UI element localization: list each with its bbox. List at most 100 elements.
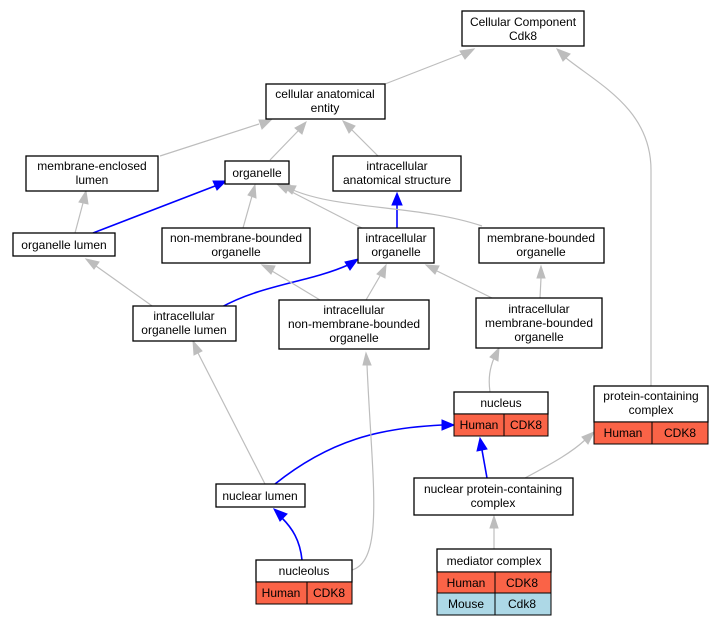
node-label-line: intracellular xyxy=(508,302,569,316)
node-protein-containing-complex[interactable]: protein-containing complex Human CDK8 xyxy=(593,385,709,445)
arrowhead xyxy=(376,263,387,279)
node-label-line: non-membrane-bounded xyxy=(170,231,302,245)
arrowhead xyxy=(247,183,257,199)
gene-label: CDK8 xyxy=(313,586,345,600)
edge-organelle-lumen-to-membrane-enclosed-lumen xyxy=(74,202,84,234)
edge-membrane-enclosed-lumen-to-anatomical-entity xyxy=(159,123,260,157)
gene-cell-human xyxy=(503,413,549,437)
arrowhead xyxy=(476,436,488,452)
gene-cell-mouse xyxy=(494,592,552,616)
species-label: Human xyxy=(460,418,499,432)
gene-label: CDK8 xyxy=(506,576,538,590)
edge-nuclear-lumen-to-intracellular-organelle-lumen xyxy=(197,352,266,485)
node-label-line: Cellular Component xyxy=(470,15,577,29)
node-label-line: intracellular xyxy=(365,231,426,245)
node-intracellular-non-membrane-bounded-organelle[interactable]: intracellular non-membrane-bounded organ… xyxy=(278,299,430,350)
node-intracellular-membrane-bounded-organelle[interactable]: intracellular membrane-bounded organelle xyxy=(475,297,603,349)
arrowhead xyxy=(344,258,360,271)
arrowhead xyxy=(441,419,456,431)
node-cellular-component[interactable]: Cellular Component Cdk8 xyxy=(461,10,585,47)
node-nuclear-lumen[interactable]: nuclear lumen xyxy=(215,483,306,508)
edge-organelle-to-anatomical-entity xyxy=(269,130,299,161)
node-label-line: organelle xyxy=(211,245,261,259)
node-label-line: Cdk8 xyxy=(509,29,537,43)
species-label: Human xyxy=(262,586,301,600)
edge-intracellular-membrane-to-intracellular-organelle xyxy=(436,270,493,299)
edge-organelle-lumen-part-of-organelle xyxy=(92,185,216,234)
node-intracellular-organelle[interactable]: intracellular organelle xyxy=(357,227,435,264)
node-membrane-bounded-organelle[interactable]: membrane-bounded organelle xyxy=(478,227,605,264)
node-membrane-enclosed-lumen[interactable]: membrane-enclosed lumen xyxy=(25,155,159,192)
arrowhead xyxy=(272,508,288,522)
node-label-line: nuclear lumen xyxy=(222,489,297,503)
node-intracellular-anatomical-structure[interactable]: intracellular anatomical structure xyxy=(332,155,462,192)
edge-nuclear-lumen-part-of-nucleus xyxy=(274,424,443,485)
species-label: Human xyxy=(447,576,486,590)
node-mediator-complex[interactable]: mediator complex Human CDK8 Mouse Cdk8 xyxy=(436,548,552,616)
arrowhead xyxy=(555,48,571,62)
arrowhead xyxy=(78,189,89,205)
arrowhead xyxy=(84,258,100,270)
node-label-line: mediator complex xyxy=(447,554,542,568)
arrowhead xyxy=(260,264,276,275)
node-label-line: organelle xyxy=(232,166,282,180)
arrowhead xyxy=(489,514,499,529)
edge-intracellular-non-membrane-to-non-membrane xyxy=(271,270,321,301)
node-label-line: organelle xyxy=(516,245,566,259)
node-non-membrane-bounded-organelle[interactable]: non-membrane-bounded organelle xyxy=(161,227,311,264)
edge-intracellular-organelle-lumen-to-organelle-lumen xyxy=(95,265,156,309)
node-label-line: membrane-enclosed xyxy=(37,159,146,173)
edge-intracellular-non-membrane-to-intracellular-organelle xyxy=(365,275,381,301)
node-label-line: organelle xyxy=(329,331,379,345)
arrowhead xyxy=(489,346,500,362)
node-label-line: intracellular xyxy=(366,159,427,173)
edge-nucleus-to-intracellular-membrane-bounded xyxy=(488,357,495,393)
node-label-line: complex xyxy=(629,403,674,417)
arrowhead xyxy=(280,184,297,195)
node-label-line: membrane-bounded xyxy=(485,316,593,330)
node-label-line: complex xyxy=(471,496,516,510)
node-label-line: nuclear protein-containing xyxy=(424,482,562,496)
node-label-line: non-membrane-bounded xyxy=(288,317,420,331)
gene-cell-human xyxy=(306,581,353,605)
edge-anatomical-entity-to-cellular-component xyxy=(384,53,463,85)
arrowhead xyxy=(424,264,440,275)
node-cellular-anatomical-entity[interactable]: cellular anatomical entity xyxy=(265,83,386,120)
node-nucleus[interactable]: nucleus Human CDK8 xyxy=(453,391,549,437)
node-label-line: intracellular xyxy=(153,309,214,323)
edge-nucleolus-to-intracellular-non-membrane xyxy=(351,364,375,571)
edge-intracellular-membrane-to-membrane-bounded xyxy=(539,277,542,299)
gene-label: CDK8 xyxy=(664,426,696,440)
node-label-line: organelle xyxy=(371,245,421,259)
edge-intracellular-organelle-to-organelle xyxy=(287,189,363,229)
node-label-line: entity xyxy=(311,101,340,115)
node-label-line: intracellular xyxy=(323,303,384,317)
node-nucleolus[interactable]: nucleolus Human CDK8 xyxy=(255,559,353,605)
node-label-line: organelle lumen xyxy=(141,323,226,337)
edges xyxy=(74,48,652,571)
node-label-line: organelle lumen xyxy=(21,238,106,252)
arrowhead xyxy=(341,120,356,134)
arrowhead xyxy=(536,264,546,279)
nodes: Cellular Component Cdk8 cellular anatomi… xyxy=(12,10,709,616)
node-label-line: lumen xyxy=(76,173,109,187)
edge-nuclear-complex-part-of-nucleus xyxy=(481,449,488,479)
node-label-line: anatomical structure xyxy=(343,173,451,187)
node-label-line: nucleolus xyxy=(279,564,330,578)
node-organelle-lumen[interactable]: organelle lumen xyxy=(12,232,116,257)
arrowhead xyxy=(258,119,273,130)
arrowhead xyxy=(294,120,307,135)
species-label: Mouse xyxy=(448,597,484,611)
edge-protein-complex-to-cellular-component xyxy=(565,57,652,386)
node-label-line: cellular anatomical xyxy=(275,87,374,101)
arrowhead xyxy=(192,339,203,356)
arrowhead xyxy=(581,431,596,445)
arrowhead xyxy=(391,191,403,206)
node-intracellular-organelle-lumen[interactable]: intracellular organelle lumen xyxy=(132,305,237,342)
gene-cell-human xyxy=(651,421,709,445)
node-nuclear-protein-containing-complex[interactable]: nuclear protein-containing complex xyxy=(413,477,574,516)
edge-nuclear-complex-to-protein-complex xyxy=(524,439,586,479)
node-organelle[interactable]: organelle xyxy=(224,160,290,185)
node-label-line: protein-containing xyxy=(603,389,698,403)
